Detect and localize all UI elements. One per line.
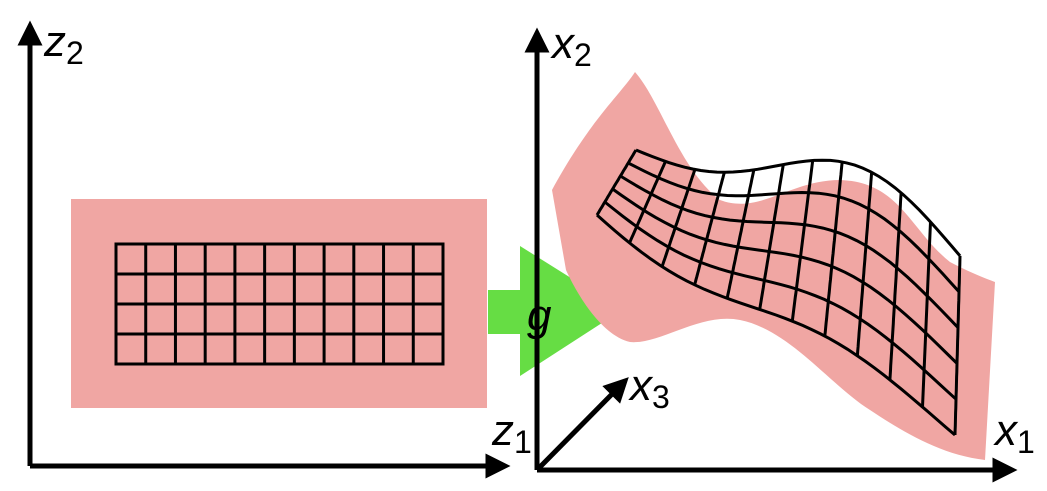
manifold-grid-column-line — [660, 169, 697, 268]
manifold-grid-row-line — [611, 187, 959, 365]
manifold-grid-column-line — [855, 172, 874, 356]
manifold-grid-column-line — [693, 171, 726, 286]
x3-axis-label: x3 — [628, 361, 670, 415]
manifold-grid-column-line — [823, 161, 844, 337]
z2-axis-label: z2 — [43, 17, 84, 71]
latent-space-panel: z2 z1 — [17, 17, 532, 479]
x3-axis — [535, 377, 629, 472]
latent-grid — [114, 242, 445, 366]
manifold-grid-column-line — [790, 160, 815, 322]
x2-axis-label: x2 — [550, 19, 592, 73]
manifold-grid-column-line — [888, 192, 903, 380]
manifold-grid-row-line — [627, 161, 961, 293]
data-space-panel: x2 x3 x1 — [524, 19, 1035, 483]
manifold-grid-row-line — [603, 200, 958, 401]
manifold-grid-column-line — [758, 164, 785, 310]
manifold-grid-column-line — [595, 149, 638, 216]
mapping-arrow-shape — [488, 246, 622, 376]
manifold-grid-column-line — [921, 221, 932, 408]
z1-axis-label: z1 — [491, 406, 532, 460]
manifold-grid-column-line — [953, 255, 962, 436]
manifold-grid-row-line — [619, 174, 960, 329]
manifold-grid — [595, 148, 962, 437]
x1-axis-label: x1 — [993, 406, 1035, 460]
manifold-grid-row-line — [596, 213, 956, 437]
manifold-grid-column-line — [628, 160, 667, 244]
manifold-grid-row-line — [635, 148, 962, 257]
manifold-grid-column-line — [725, 169, 756, 299]
